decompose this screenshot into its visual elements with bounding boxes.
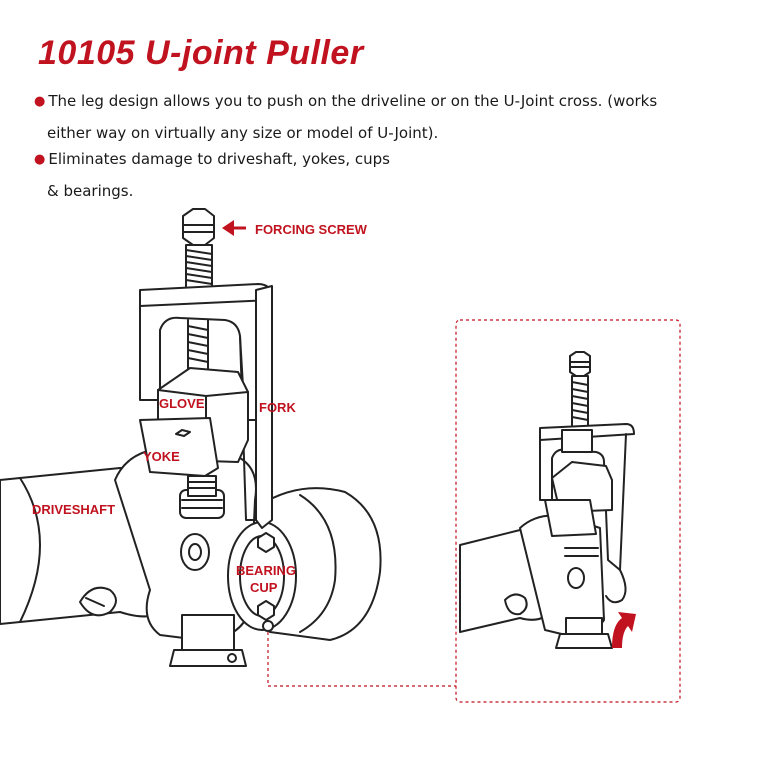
label-forcing-screw: FORCING SCREW	[255, 222, 368, 237]
bullet-dot-icon: ●	[34, 94, 46, 109]
puller-tool-drawing	[139, 208, 273, 529]
label-fork: FORK	[259, 400, 296, 415]
page-title: 10105 U-joint Puller	[38, 34, 364, 72]
inset-frame	[455, 319, 681, 703]
callout-connector	[267, 632, 456, 687]
yoke-drawing	[114, 446, 257, 667]
label-driveshaft: DRIVESHAFT	[32, 502, 115, 517]
bullet-item-2: ●Eliminates damage to driveshaft, yokes,…	[34, 144, 454, 206]
bullet-2-line-2: & bearings.	[47, 182, 134, 200]
label-yoke: YOKE	[143, 449, 180, 464]
bullet-2-line-1: Eliminates damage to driveshaft, yokes, …	[48, 150, 390, 168]
bearing-cup-drawing	[227, 487, 382, 641]
bullet-1-line-2: either way on virtually any size or mode…	[47, 124, 439, 142]
label-bearing: BEARING	[236, 563, 296, 578]
inset-drawing	[459, 351, 635, 649]
arrow-left-icon	[222, 220, 246, 236]
label-glove: GLOVE	[159, 396, 205, 411]
bullet-dot-icon: ●	[34, 152, 46, 167]
curved-arrow-up-icon	[612, 612, 636, 648]
bullet-item-1: ●The leg design allows you to push on th…	[34, 86, 734, 148]
bullet-1-line-1: The leg design allows you to push on the…	[48, 92, 658, 110]
label-cup: CUP	[250, 580, 278, 595]
